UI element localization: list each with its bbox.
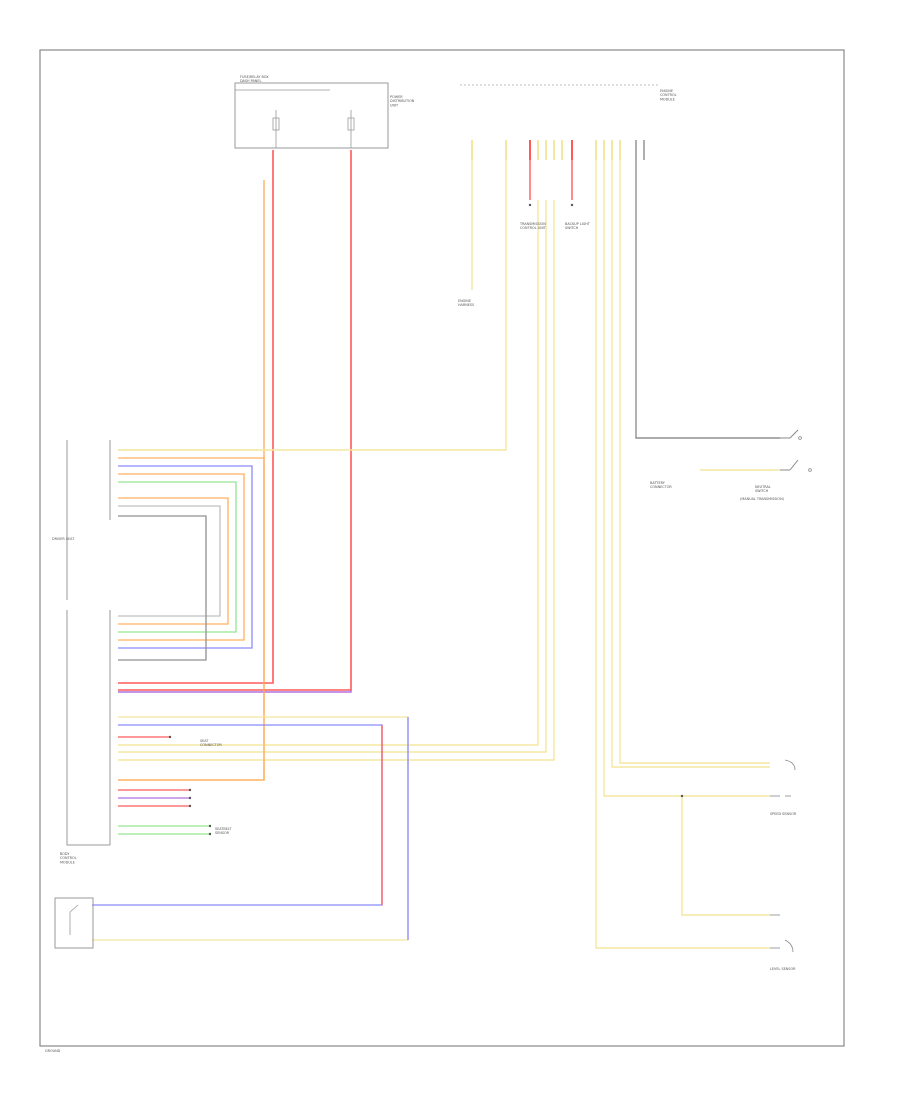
label-line: DASH PANEL bbox=[240, 79, 261, 83]
label-line: CONNECTOR bbox=[200, 743, 222, 747]
terminal-dots bbox=[168, 203, 684, 836]
label-line: SEAT bbox=[200, 739, 209, 743]
label-neutral-switch-sub: (MANUAL TRANSMISSION) bbox=[740, 497, 785, 501]
wire-right-4 bbox=[619, 160, 770, 764]
label-line: SENSOR bbox=[215, 831, 230, 835]
label-line: SWITCH bbox=[565, 226, 579, 230]
label-line: CONTROL bbox=[60, 856, 77, 860]
label-sensor-2: LEVEL SENSOR bbox=[770, 967, 796, 971]
diagram-frame bbox=[39, 49, 845, 1047]
fuse-box bbox=[234, 82, 389, 149]
wire-yellow-ecm-6 bbox=[118, 200, 555, 761]
label-line: BACKUP LIGHT bbox=[565, 222, 591, 226]
label-line: MODULE bbox=[660, 97, 675, 101]
label-line: SEATBELT bbox=[215, 827, 232, 831]
label-sensor-1: SPEED SENSOR bbox=[770, 812, 797, 816]
wire-bundle-orange bbox=[118, 473, 245, 641]
label-line: HARNESS bbox=[458, 303, 474, 307]
label-line: UNIT bbox=[390, 103, 399, 107]
seat-switch-icon bbox=[69, 904, 79, 935]
wire-red-2 bbox=[118, 150, 352, 691]
wire-yellow-ecm-2 bbox=[118, 160, 507, 451]
wire-red-1 bbox=[118, 150, 274, 684]
wire-bundle-gray-2 bbox=[118, 515, 207, 661]
label-line: CONTROL bbox=[660, 93, 677, 97]
label-line: ENGINE bbox=[458, 299, 471, 303]
label-line: CONNECTOR bbox=[650, 485, 672, 489]
label-line: BODY bbox=[60, 852, 70, 856]
wire-right-branch bbox=[681, 796, 770, 916]
fuse-1-icon bbox=[272, 110, 280, 148]
sensor-4-icon bbox=[770, 939, 794, 953]
label-line: DISTRIBUTION bbox=[390, 99, 415, 103]
wire-bundle-gray bbox=[118, 505, 221, 617]
label-line: CONTROL UNIT bbox=[520, 226, 547, 230]
wire-gray-right bbox=[635, 160, 780, 439]
switch-2-icon bbox=[780, 459, 812, 472]
label-line: TRANSMISSION bbox=[519, 222, 546, 226]
wire-bundle-red bbox=[118, 457, 265, 780]
label-line: ENGINE bbox=[660, 89, 673, 93]
wire-mid-yellow bbox=[92, 716, 409, 941]
ecm-connector-pins bbox=[471, 140, 645, 160]
label-left-seat: DRIVER SEAT bbox=[52, 537, 75, 541]
switch-1-icon bbox=[780, 429, 802, 440]
label-ground: GROUND bbox=[45, 1049, 61, 1053]
fuse-2-icon bbox=[347, 110, 355, 148]
sensor-1-icon bbox=[784, 759, 796, 771]
wire-bundle-orange-2 bbox=[118, 497, 229, 625]
label-line: BATTERY bbox=[650, 481, 666, 485]
seat-switch-box bbox=[54, 897, 94, 949]
label-line: POWER bbox=[390, 95, 403, 99]
wire-violet-1 bbox=[118, 690, 352, 693]
label-line: MODULE bbox=[60, 860, 75, 864]
label-line: NEUTRAL bbox=[755, 485, 771, 489]
label-line: DRIVER SEAT bbox=[52, 537, 75, 541]
wire-right-2 bbox=[603, 160, 770, 797]
wire-yellow-ecm-4 bbox=[118, 200, 539, 746]
label-line: FUSE/RELAY BOX bbox=[240, 75, 269, 79]
module-bracket-left-2 bbox=[66, 610, 110, 846]
wire-right-3 bbox=[611, 160, 770, 768]
wire-bundle-blue bbox=[118, 465, 253, 649]
wire-bundle-green bbox=[118, 481, 237, 633]
wire-yellow-ecm-5 bbox=[118, 200, 547, 753]
wire-right-1 bbox=[595, 160, 770, 949]
label-line: SWITCH bbox=[755, 489, 769, 493]
